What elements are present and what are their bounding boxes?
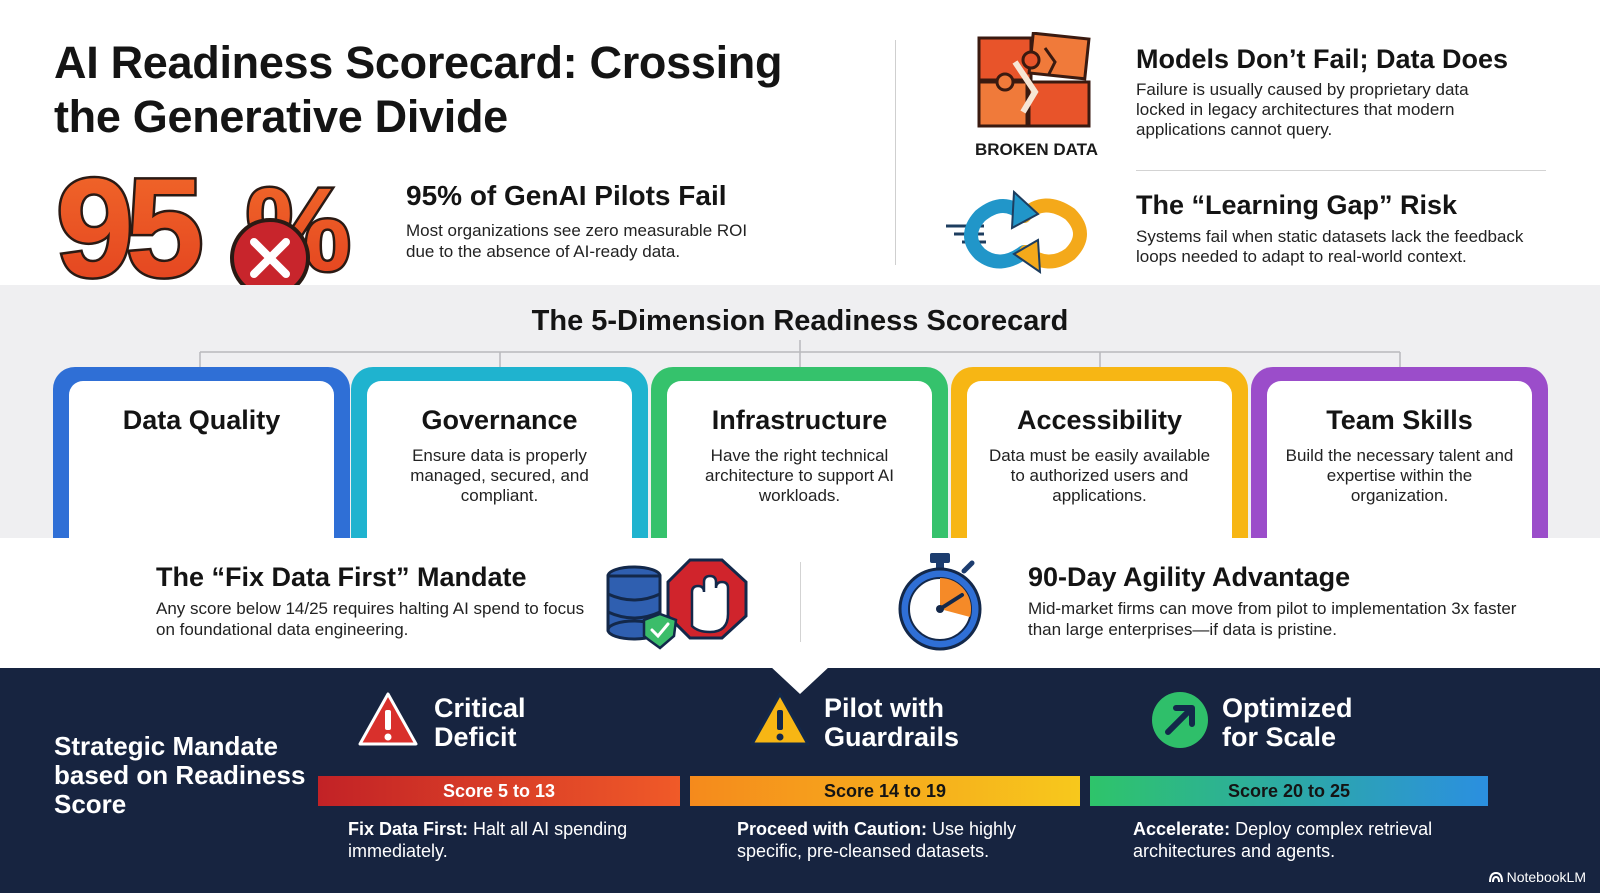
tier-pilot-heading: Pilot with Guardrails: [824, 693, 960, 752]
tier-critical-description: Fix Data First: Halt all AI spending imm…: [348, 819, 628, 861]
warning-triangle-yellow-icon: [750, 692, 810, 746]
card-description: Ensure data is properly managed, secured…: [410, 446, 589, 505]
models-fail-description: Failure is usually caused by proprietary…: [1136, 80, 1469, 139]
card-description: Build the necessary talent and expertise…: [1285, 446, 1514, 505]
fix-data-first-description: Any score below 14/25 requires halting A…: [156, 599, 585, 639]
card-governance: Governance Ensure data is properly manag…: [351, 367, 648, 542]
agility-heading: 90-Day Agility Advantage: [1028, 562, 1351, 592]
stopwatch-icon: [898, 553, 982, 651]
tier-pilot-description: Proceed with Caution: Use highly specifi…: [737, 819, 1017, 861]
ninety-five-percent-graphic: 95 %: [54, 158, 353, 298]
tier-optimized-score-bar: Score 20 to 25: [1090, 776, 1488, 806]
broken-puzzle-icon: [977, 32, 1091, 128]
feedback-loop-icon: [946, 189, 1087, 274]
card-title: Team Skills: [1326, 405, 1473, 435]
scorecard-title: The 5-Dimension Readiness Scorecard: [531, 305, 1069, 337]
horizontal-divider: [1136, 170, 1546, 171]
learning-gap-description: Systems fail when static datasets lack t…: [1136, 227, 1524, 266]
card-description: Data must be easily available to authori…: [988, 446, 1211, 505]
card-title: Data Quality: [122, 405, 281, 435]
tier-optimized-description: Accelerate: Deploy complex retrieval arc…: [1133, 819, 1433, 861]
tier-optimized-heading: Optimized for Scale: [1222, 693, 1353, 752]
card-data-quality: Data Quality: [53, 367, 350, 542]
strategic-mandate-title: Strategic Mandate based on Readiness Sco…: [54, 731, 306, 819]
notebooklm-logo-icon: [1488, 871, 1503, 883]
database-stop-hand-icon: [606, 558, 748, 650]
card-title: Infrastructure: [711, 405, 888, 435]
warning-triangle-red-icon: [358, 692, 418, 746]
tier-critical-heading: Critical Deficit: [434, 693, 526, 752]
scorecard-connector-lines: [199, 340, 1401, 368]
card-infrastructure: Infrastructure Have the right technical …: [651, 367, 948, 542]
brand-watermark: NotebookLM: [1488, 869, 1586, 885]
section-pointer: [770, 666, 830, 694]
vertical-divider: [800, 562, 801, 642]
card-title: Accessibility: [1016, 405, 1183, 435]
page-title: AI Readiness Scorecard: Crossing the Gen…: [54, 37, 783, 142]
tier-pilot-score-bar: Score 14 to 19: [690, 776, 1080, 806]
broken-data-label: BROKEN DATA: [974, 140, 1099, 159]
fix-data-first-heading: The “Fix Data First” Mandate: [156, 562, 527, 592]
arrow-up-right-circle-icon: [1152, 692, 1208, 748]
stat-description: Most organizations see zero measurable R…: [406, 221, 748, 261]
learning-gap-heading: The “Learning Gap” Risk: [1136, 190, 1458, 220]
stat-heading: 95% of GenAI Pilots Fail: [406, 180, 727, 211]
vertical-divider: [895, 40, 896, 265]
big-95-text: 95: [56, 158, 200, 298]
card-title: Governance: [421, 405, 578, 435]
card-description: Have the right technical architecture to…: [705, 446, 894, 505]
card-accessibility: Accessibility Data must be easily availa…: [951, 367, 1248, 542]
card-team-skills: Team Skills Build the necessary talent a…: [1251, 367, 1548, 542]
models-fail-heading: Models Don’t Fail; Data Does: [1136, 44, 1509, 74]
agility-description: Mid-market firms can move from pilot to …: [1028, 599, 1517, 639]
tier-critical-score-bar: Score 5 to 13: [318, 776, 680, 806]
